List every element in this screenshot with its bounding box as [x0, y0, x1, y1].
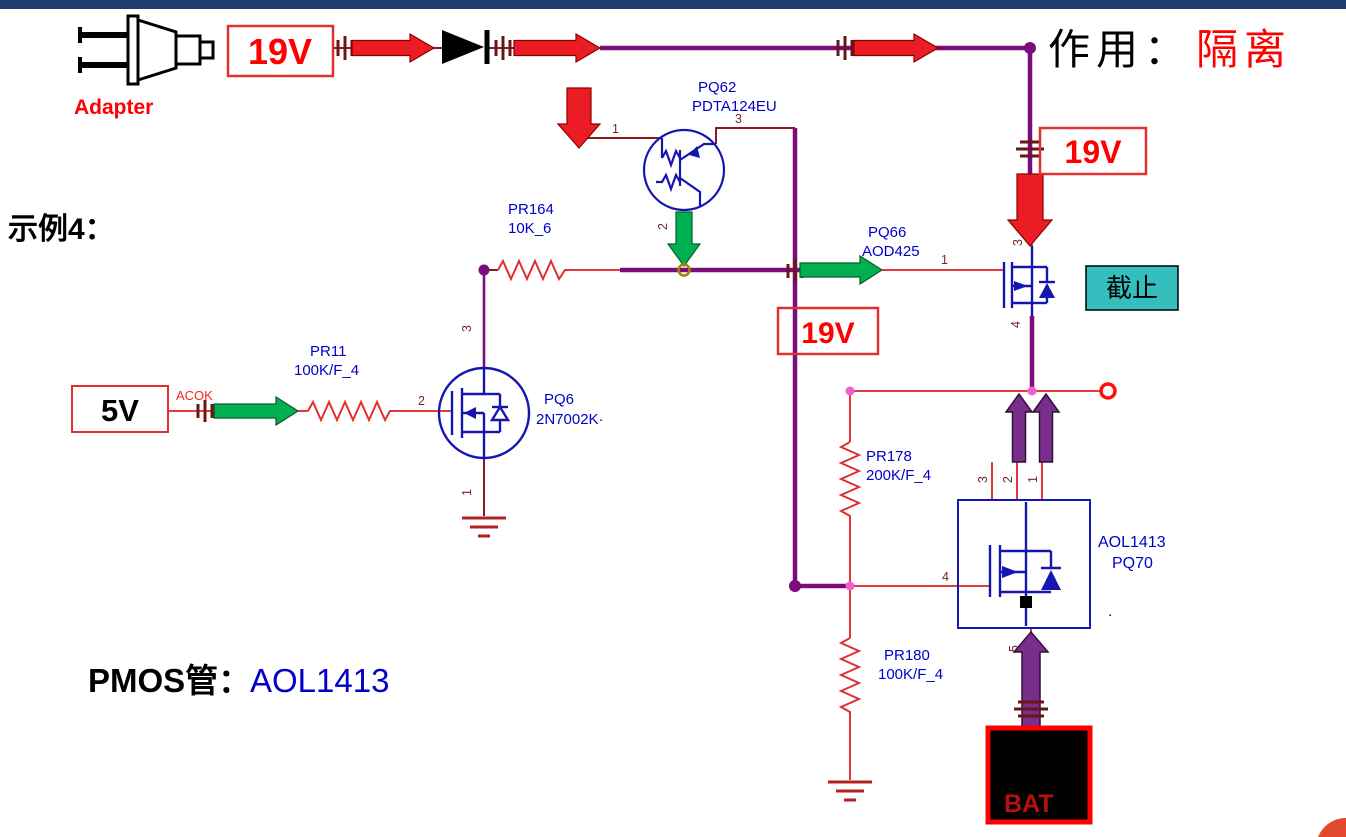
diode [442, 30, 490, 64]
green-arrow-right-acok [213, 395, 300, 427]
v19-right-box [1038, 126, 1148, 176]
resistor-pr178 [838, 441, 862, 522]
bat-arrow-connector-marks [1014, 700, 1048, 718]
pq62-pin1: 1 [612, 122, 619, 136]
pq66-ref: PQ66 [868, 224, 906, 241]
pq70-pin1: 1 [1026, 476, 1040, 483]
pq70-part: AOL1413 [1098, 534, 1166, 551]
v5-box [71, 385, 169, 433]
v5-label: 5V [101, 393, 139, 428]
mosfet-pq66 [1002, 246, 1055, 316]
pq70-pin2: 2 [1001, 476, 1015, 483]
v19-source-label: 19V [248, 31, 312, 72]
battery-label: BAT [1004, 790, 1054, 818]
pr180-ref: PR180 [884, 647, 930, 664]
pmos-prefix: PMOS管： [88, 662, 251, 699]
pq6-ref: PQ6 [544, 391, 574, 408]
output-terminal [1099, 382, 1117, 400]
pr164-value: 10K_6 [508, 220, 551, 237]
ground-pq6 [462, 516, 506, 538]
purpose-prefix: 作用： [1048, 26, 1192, 73]
pq6-pin3: 3 [460, 325, 474, 332]
acok-label: ACOK [176, 388, 213, 403]
pq62-pin2: 2 [656, 223, 670, 230]
junction-dots [478, 42, 1037, 592]
pq70-pin5: 5 [1007, 645, 1021, 652]
pq62-ref: PQ62 [698, 79, 736, 96]
pq70-pin4: 4 [942, 570, 949, 584]
red-arrow-right-3 [853, 32, 940, 64]
red-arrow-down-big [1006, 173, 1054, 247]
adapter-icon [78, 14, 215, 86]
pr11-value: 100K/F_4 [294, 362, 359, 379]
top-bar [0, 0, 1346, 9]
pmos-value: AOL1413 [250, 662, 389, 699]
example-label: 示例4： [8, 213, 115, 246]
darkred-wires [333, 47, 795, 516]
flow-arrows-green [213, 211, 884, 427]
corner-bubble [1318, 818, 1346, 837]
purple-arrow-up-2 [1031, 392, 1061, 463]
red-arrow-right-1 [351, 32, 436, 64]
v19-source-box [226, 24, 335, 78]
ground-pr180 [828, 780, 872, 802]
pq6-pin2: 2 [418, 394, 425, 408]
pq62-pin3: 3 [735, 112, 742, 126]
pq70-ref: PQ70 [1112, 555, 1153, 572]
pr180-value: 100K/F_4 [878, 666, 943, 683]
pq66-pin3: 3 [1011, 239, 1025, 246]
pq66-part: AOD425 [862, 243, 920, 260]
pr178-value: 200K/F_4 [866, 467, 931, 484]
resistor-pr11 [307, 399, 392, 423]
transistor-pq62 [642, 128, 726, 212]
pq66-pin4: 4 [1009, 321, 1023, 328]
pr178-ref: PR178 [866, 448, 912, 465]
mosfet-pq70 [957, 499, 1091, 629]
flow-arrows-purple [1004, 392, 1061, 729]
purple-arrow-up-1 [1004, 392, 1034, 463]
pq70-dot: . [1108, 603, 1112, 620]
flow-arrows-red [351, 32, 1054, 247]
v19-gate-box [776, 306, 880, 356]
pq62-part: PDTA124EU [692, 98, 777, 115]
resistor-pr180 [838, 637, 862, 718]
pr164-ref: PR164 [508, 201, 554, 218]
pq70-pin3: 3 [976, 476, 990, 483]
v19-right-label: 19V [1065, 134, 1123, 170]
mosfet-pq6 [437, 366, 531, 460]
pr11-ref: PR11 [310, 343, 346, 360]
resistor-pr164 [497, 258, 570, 282]
cutoff-box [1085, 265, 1179, 311]
pq6-part: 2N7002K· [536, 411, 604, 428]
purpose-value: 隔离 [1196, 26, 1292, 73]
cutoff-label: 截止 [1106, 273, 1158, 303]
pq66-pin1: 1 [941, 253, 948, 267]
junction-ring [677, 263, 691, 277]
v19-gate-label: 19V [801, 317, 854, 350]
green-arrow-down-pq62 [666, 211, 702, 268]
battery-box [985, 725, 1093, 825]
red-arrow-right-2 [513, 32, 602, 64]
red-wires [168, 244, 1101, 780]
green-arrow-right-gate [799, 254, 884, 286]
pq6-pin1: 1 [460, 489, 474, 496]
red-arrow-down-small [556, 87, 602, 149]
adapter-label: Adapter [74, 96, 153, 119]
resistors [307, 258, 862, 718]
